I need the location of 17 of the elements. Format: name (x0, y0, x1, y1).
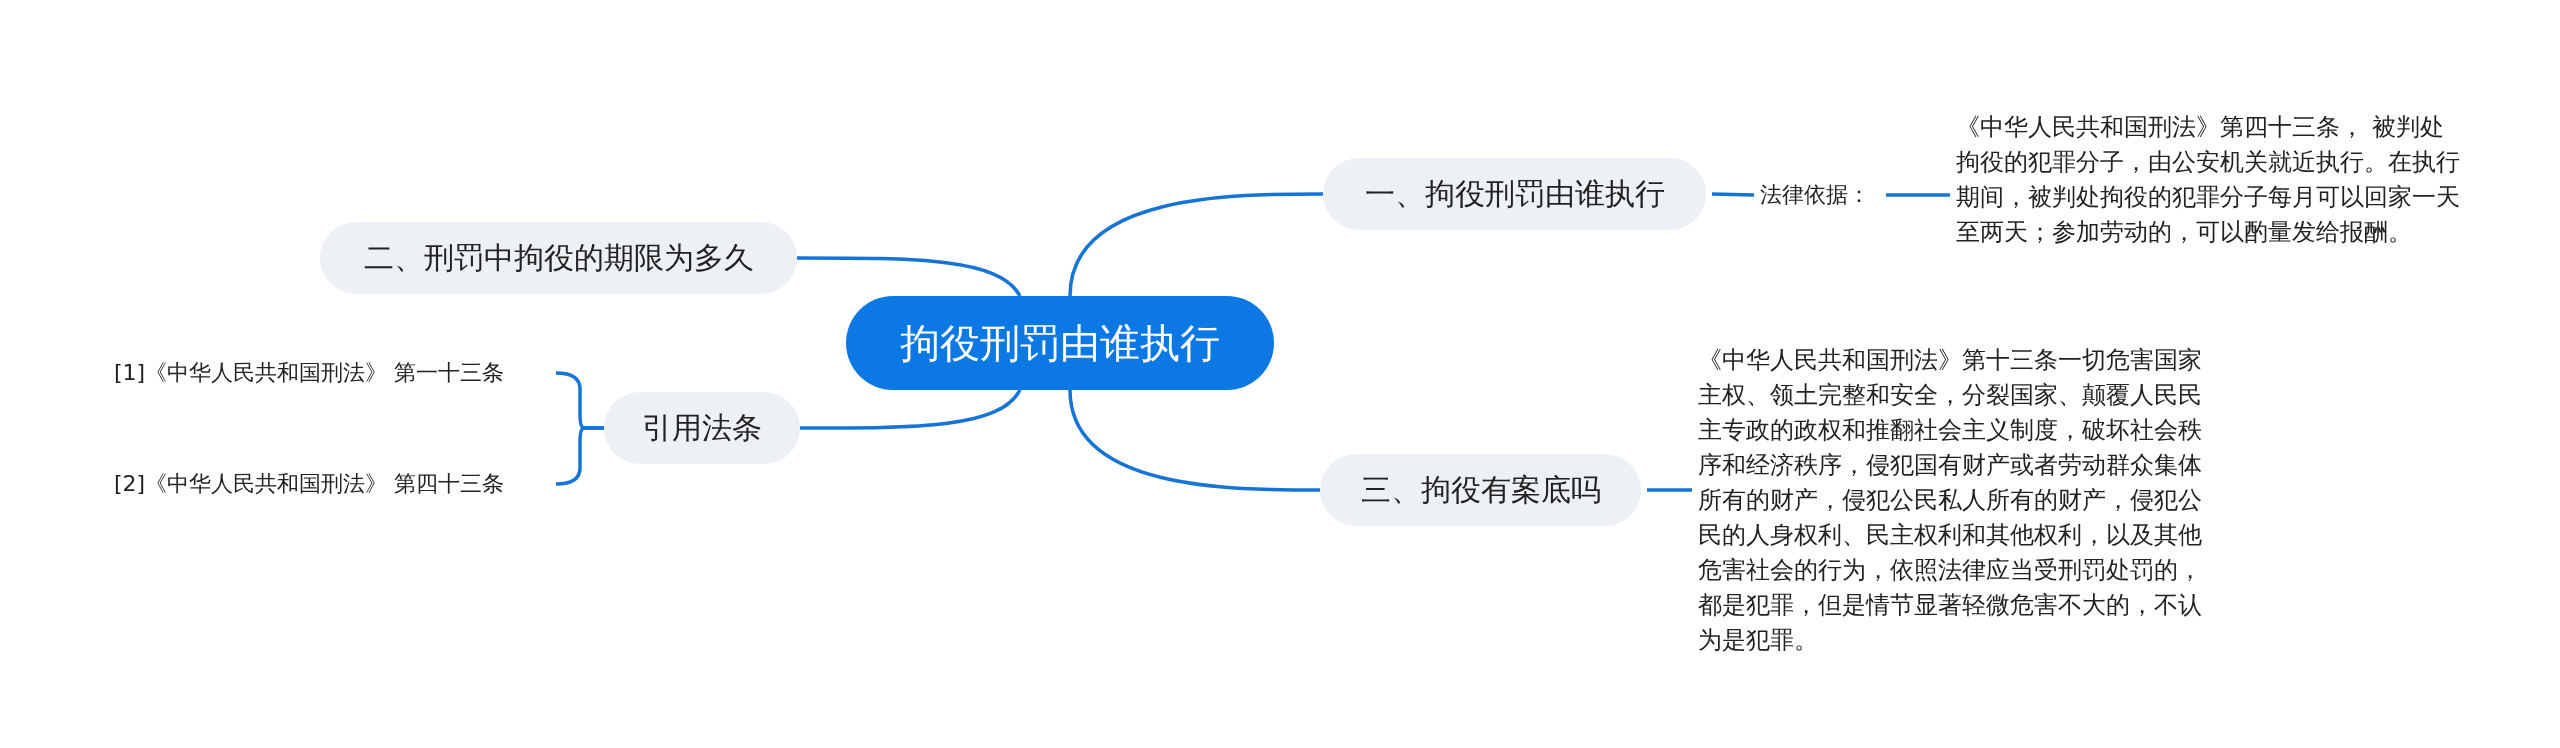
reference-text: [2]《中华人民共和国刑法》 第四十三条 (114, 467, 554, 501)
topic-box: 引用法条 (604, 392, 800, 464)
connector-line (797, 256, 1022, 298)
label-text: 法律依据： (1760, 178, 1880, 212)
reference-text: [1]《中华人民共和国刑法》 第一十三条 (114, 356, 554, 390)
connector-line (800, 389, 1022, 430)
topic-box: 三、拘役有案底吗 (1320, 454, 1641, 526)
connector-line (1068, 389, 1320, 492)
topic-box: 一、拘役刑罚由谁执行 (1323, 158, 1706, 230)
connector-line (1711, 192, 1755, 197)
central-topic-box: 拘役刑罚由谁执行 (846, 296, 1274, 390)
connector-line (1647, 488, 1692, 492)
note-text: 《中华人民共和国刑法》第四十三条， 被判处拘役的犯罪分子，由公安机关就近执行。在执行期间，被判处拘役的犯罪分子每月可以回家一天至两天；参加劳动的，可以酌量发给报酬。 (1956, 110, 2461, 250)
connector-line (1068, 192, 1323, 297)
note-text: 《中华人民共和国刑法》第十三条一切危害国家主权、领土完整和安全，分裂国家、颠覆人民民主专政的政权和推翻社会主义制度，破坏社会秩序和经济秩序，侵犯国有财产或者劳动群众集体所有的财产，侵犯公民私人所有的财产，侵犯公民的人身权利、民主权利和其他权利，以及其他危害社会的行为，依照法律应当受刑罚处罚的，都是犯罪，但是情节显著轻微危害不大的，不认为是犯罪。 (1698, 343, 2203, 658)
connector-line (1886, 193, 1950, 197)
topic-box: 二、刑罚中拘役的期限为多久 (320, 222, 797, 294)
